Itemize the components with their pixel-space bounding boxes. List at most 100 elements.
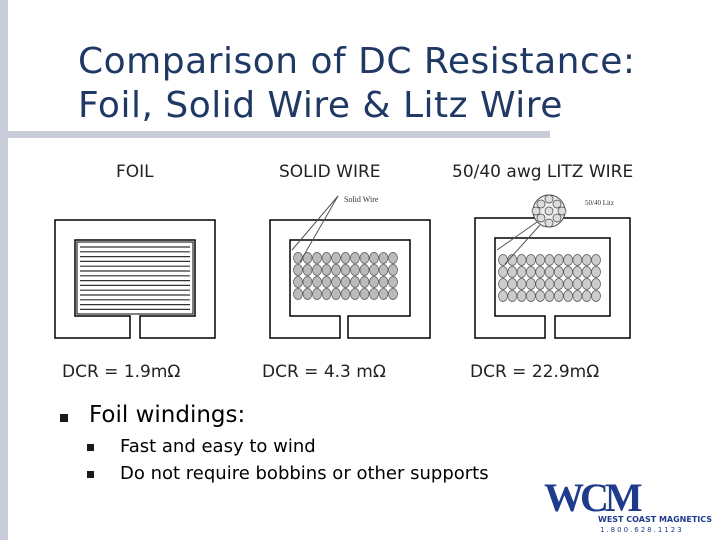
title-underline bbox=[0, 131, 550, 138]
litz-bundle-dot bbox=[591, 278, 601, 290]
litz-strand bbox=[544, 194, 554, 204]
solid-wire-dot bbox=[369, 252, 379, 264]
solid-wire-dot bbox=[302, 276, 313, 288]
logo-mark: WCM bbox=[544, 475, 643, 520]
litz-wire-bundles bbox=[498, 254, 601, 302]
solid-wire-diagram-label: Solid Wire bbox=[344, 195, 379, 204]
litz-bundle-dot bbox=[526, 290, 536, 302]
litz-strand bbox=[544, 218, 554, 228]
bullet-sub-text: Do not require bobbins or other supports bbox=[120, 463, 489, 484]
solid-wire-dot bbox=[331, 276, 341, 288]
solid-wire-dot bbox=[388, 288, 398, 300]
litz-strand bbox=[536, 213, 546, 223]
litz-bundle-dot bbox=[553, 266, 564, 278]
foil-layers bbox=[80, 246, 190, 310]
bullet-square-icon bbox=[60, 414, 68, 422]
solid-wire-dot bbox=[340, 276, 351, 288]
solid-wire-dot bbox=[340, 252, 351, 264]
litz-bundle-dot bbox=[544, 266, 555, 278]
litz-bundle-dot bbox=[498, 278, 508, 290]
logo-company-name: WEST COAST MAGNETICS bbox=[598, 515, 713, 524]
bullet-square-icon bbox=[87, 471, 94, 478]
solid-wire-dot bbox=[321, 264, 332, 276]
litz-wire-dcr-value: DCR = 22.9mΩ bbox=[470, 362, 600, 382]
solid-wire-dot bbox=[388, 252, 398, 264]
solid-wire-dot bbox=[378, 288, 389, 300]
litz-bundle-dot bbox=[498, 254, 508, 266]
solid-wire-dot bbox=[388, 276, 398, 288]
litz-bundle-dot bbox=[516, 266, 527, 278]
litz-strand bbox=[531, 206, 541, 216]
litz-bundle-dot bbox=[581, 266, 592, 278]
litz-bundle-dot bbox=[516, 278, 527, 290]
litz-bundle-dot bbox=[516, 254, 527, 266]
solid-wire-leader-line bbox=[291, 195, 339, 251]
foil-column-label: FOIL bbox=[116, 162, 154, 182]
litz-wire-diagram: 50/40 Litz bbox=[474, 194, 631, 339]
litz-bundle-dot bbox=[535, 266, 546, 278]
litz-bundle-dot bbox=[507, 278, 518, 290]
litz-bundle-dot bbox=[591, 266, 601, 278]
solid-wire-conductors bbox=[293, 252, 398, 300]
solid-wire-dot bbox=[369, 276, 379, 288]
litz-bundle-dot bbox=[544, 278, 555, 290]
solid-wire-dot bbox=[302, 264, 313, 276]
solid-wire-dot bbox=[350, 264, 360, 276]
solid-wire-dot bbox=[350, 252, 360, 264]
title-line-2: Foil, Solid Wire & Litz Wire bbox=[78, 85, 563, 126]
left-frame-bar bbox=[0, 0, 8, 540]
solid-wire-dot bbox=[340, 288, 351, 300]
solid-wire-dot bbox=[312, 264, 322, 276]
litz-bundle-dot bbox=[563, 290, 573, 302]
litz-strand bbox=[557, 206, 567, 216]
solid-wire-dot bbox=[359, 264, 370, 276]
litz-bundle-dot bbox=[572, 290, 583, 302]
slide-title: Comparison of DC Resistance: Foil, Solid… bbox=[78, 40, 636, 128]
solid-wire-dot bbox=[369, 288, 379, 300]
litz-bundle-dot bbox=[507, 266, 518, 278]
litz-diagram-label: 50/40 Litz bbox=[585, 199, 614, 207]
foil-dcr-value: DCR = 1.9mΩ bbox=[62, 362, 181, 382]
litz-bundle-dot bbox=[553, 278, 564, 290]
solid-wire-dot bbox=[331, 264, 341, 276]
solid-wire-dot bbox=[378, 252, 389, 264]
litz-strands bbox=[531, 194, 567, 228]
litz-bundle-dot bbox=[591, 254, 601, 266]
litz-wire-column-label: 50/40 awg LITZ WIRE bbox=[452, 162, 634, 182]
litz-bundle-dot bbox=[572, 254, 583, 266]
bullet-square-icon bbox=[87, 444, 94, 451]
solid-wire-dot bbox=[331, 252, 341, 264]
solid-wire-dot bbox=[293, 288, 303, 300]
litz-bundle-dot bbox=[526, 278, 536, 290]
litz-bundle-dot bbox=[572, 266, 583, 278]
solid-wire-dot bbox=[350, 288, 360, 300]
litz-bundle-dot bbox=[526, 254, 536, 266]
solid-wire-dot bbox=[321, 276, 332, 288]
solid-wire-diagram: Solid Wire bbox=[269, 195, 431, 339]
litz-bundle-dot bbox=[572, 278, 583, 290]
litz-bundle-dot bbox=[535, 254, 546, 266]
solid-wire-dot bbox=[321, 288, 332, 300]
solid-wire-dot bbox=[312, 252, 322, 264]
logo-phone-number: 1.800.628.1123 bbox=[600, 526, 684, 534]
solid-wire-dot bbox=[340, 264, 351, 276]
solid-wire-dot bbox=[321, 252, 332, 264]
solid-wire-dot bbox=[369, 264, 379, 276]
solid-wire-dot bbox=[359, 276, 370, 288]
litz-strand bbox=[536, 199, 546, 209]
solid-wire-dot bbox=[302, 288, 313, 300]
litz-bundle-dot bbox=[581, 290, 592, 302]
litz-bundle-dot bbox=[553, 290, 564, 302]
solid-wire-dot bbox=[293, 276, 303, 288]
solid-wire-leader-line bbox=[299, 195, 339, 263]
solid-wire-dot bbox=[359, 288, 370, 300]
solid-wire-dot bbox=[359, 252, 370, 264]
west-coast-magnetics-logo: WCM WEST COAST MAGNETICS 1.800.628.1123 bbox=[540, 472, 716, 536]
litz-bundle-dot bbox=[563, 254, 573, 266]
litz-bundle-dot bbox=[498, 266, 508, 278]
solid-wire-dot bbox=[331, 288, 341, 300]
litz-strand bbox=[544, 206, 554, 216]
litz-leader-line bbox=[504, 224, 541, 265]
bullet-main-text: Foil windings: bbox=[89, 402, 246, 428]
litz-bundle-dot bbox=[507, 290, 518, 302]
